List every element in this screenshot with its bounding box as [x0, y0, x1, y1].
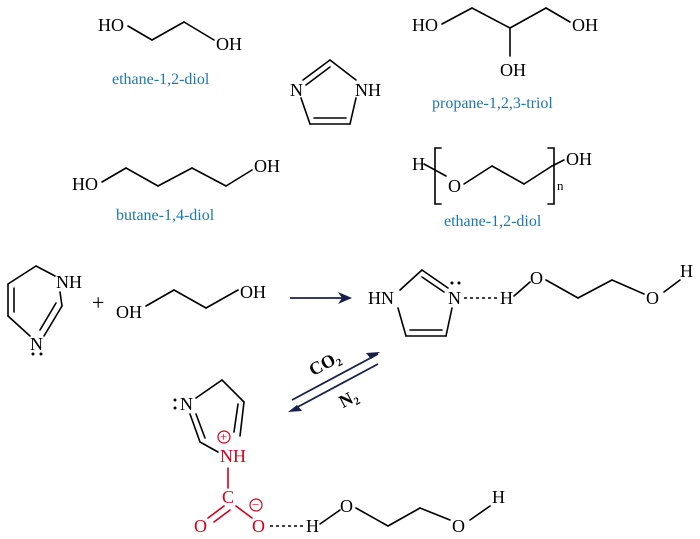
glycerol-oh-bottom: OH: [500, 60, 526, 80]
reverse-label-n2: N₂: [336, 385, 362, 411]
carbamate-n-top: N: [180, 394, 193, 414]
product-o1: O: [530, 268, 543, 288]
product-h1: H: [500, 288, 513, 308]
glycerol-name: propane-1,2,3-triol: [432, 95, 553, 112]
reactant-diol-oh-right: OH: [240, 282, 266, 302]
product-o2: O: [646, 288, 659, 308]
peg-h: H: [412, 154, 425, 174]
butanediol-ho: HO: [72, 174, 98, 194]
ethanediol-name: ethane-1,2-diol: [112, 71, 210, 88]
plus-sign: +: [92, 290, 104, 315]
carbamate-o-double: O: [194, 516, 207, 536]
carbamate-h2: H: [492, 487, 505, 507]
ethanediol-structure: HO OH ethane-1,2-diol: [98, 15, 242, 88]
reactant-imidazole: NH N: [7, 265, 82, 356]
forward-arrow: [290, 292, 352, 304]
carbamate-o-minus: O: [252, 516, 265, 536]
product-n: N: [448, 288, 461, 308]
peg-oh: OH: [566, 149, 592, 169]
peg-name: ethane-1,2-diol: [444, 213, 542, 230]
imidazole-nh: NH: [355, 80, 381, 100]
ethanediol-oh: OH: [216, 34, 242, 54]
carbamate-complex: N NH + C O O − H O O H: [173, 379, 505, 536]
reactant-diol-oh-left: OH: [116, 302, 142, 322]
imidazole-n: N: [290, 80, 303, 100]
carbamate-nh: NH: [220, 446, 246, 466]
butanediol-structure: HO OH butane-1,4-diol: [72, 156, 280, 224]
peg-o: O: [448, 176, 461, 196]
glycerol-structure: HO OH OH propane-1,2,3-triol: [412, 7, 598, 112]
equilibrium-arrows: CO₂ N₂: [288, 347, 380, 412]
carbamate-o2: O: [452, 516, 465, 536]
product-hn: HN: [368, 288, 394, 308]
carbamate-minus-sign: −: [252, 497, 259, 512]
glycerol-ho: HO: [412, 15, 438, 35]
carbamate-c: C: [222, 487, 234, 507]
reactant-imidazole-nh: NH: [56, 272, 82, 292]
reactant-imidazole-n: N: [30, 334, 43, 354]
peg-structure: H O n OH ethane-1,2-diol: [412, 147, 592, 230]
product-complex: HN N H O O H: [368, 261, 693, 337]
carbamate-h1: H: [306, 516, 319, 536]
ethanediol-ho: HO: [98, 15, 124, 35]
carbamate-plus-sign: +: [220, 429, 227, 444]
product-h2: H: [680, 261, 693, 281]
peg-n: n: [557, 178, 564, 193]
reactant-diol: OH OH: [116, 282, 266, 322]
butanediol-name: butane-1,4-diol: [116, 207, 215, 224]
imidazole-structure: N NH: [290, 59, 381, 125]
carbamate-o1: O: [340, 496, 353, 516]
glycerol-oh-right: OH: [572, 15, 598, 35]
butanediol-oh: OH: [254, 156, 280, 176]
